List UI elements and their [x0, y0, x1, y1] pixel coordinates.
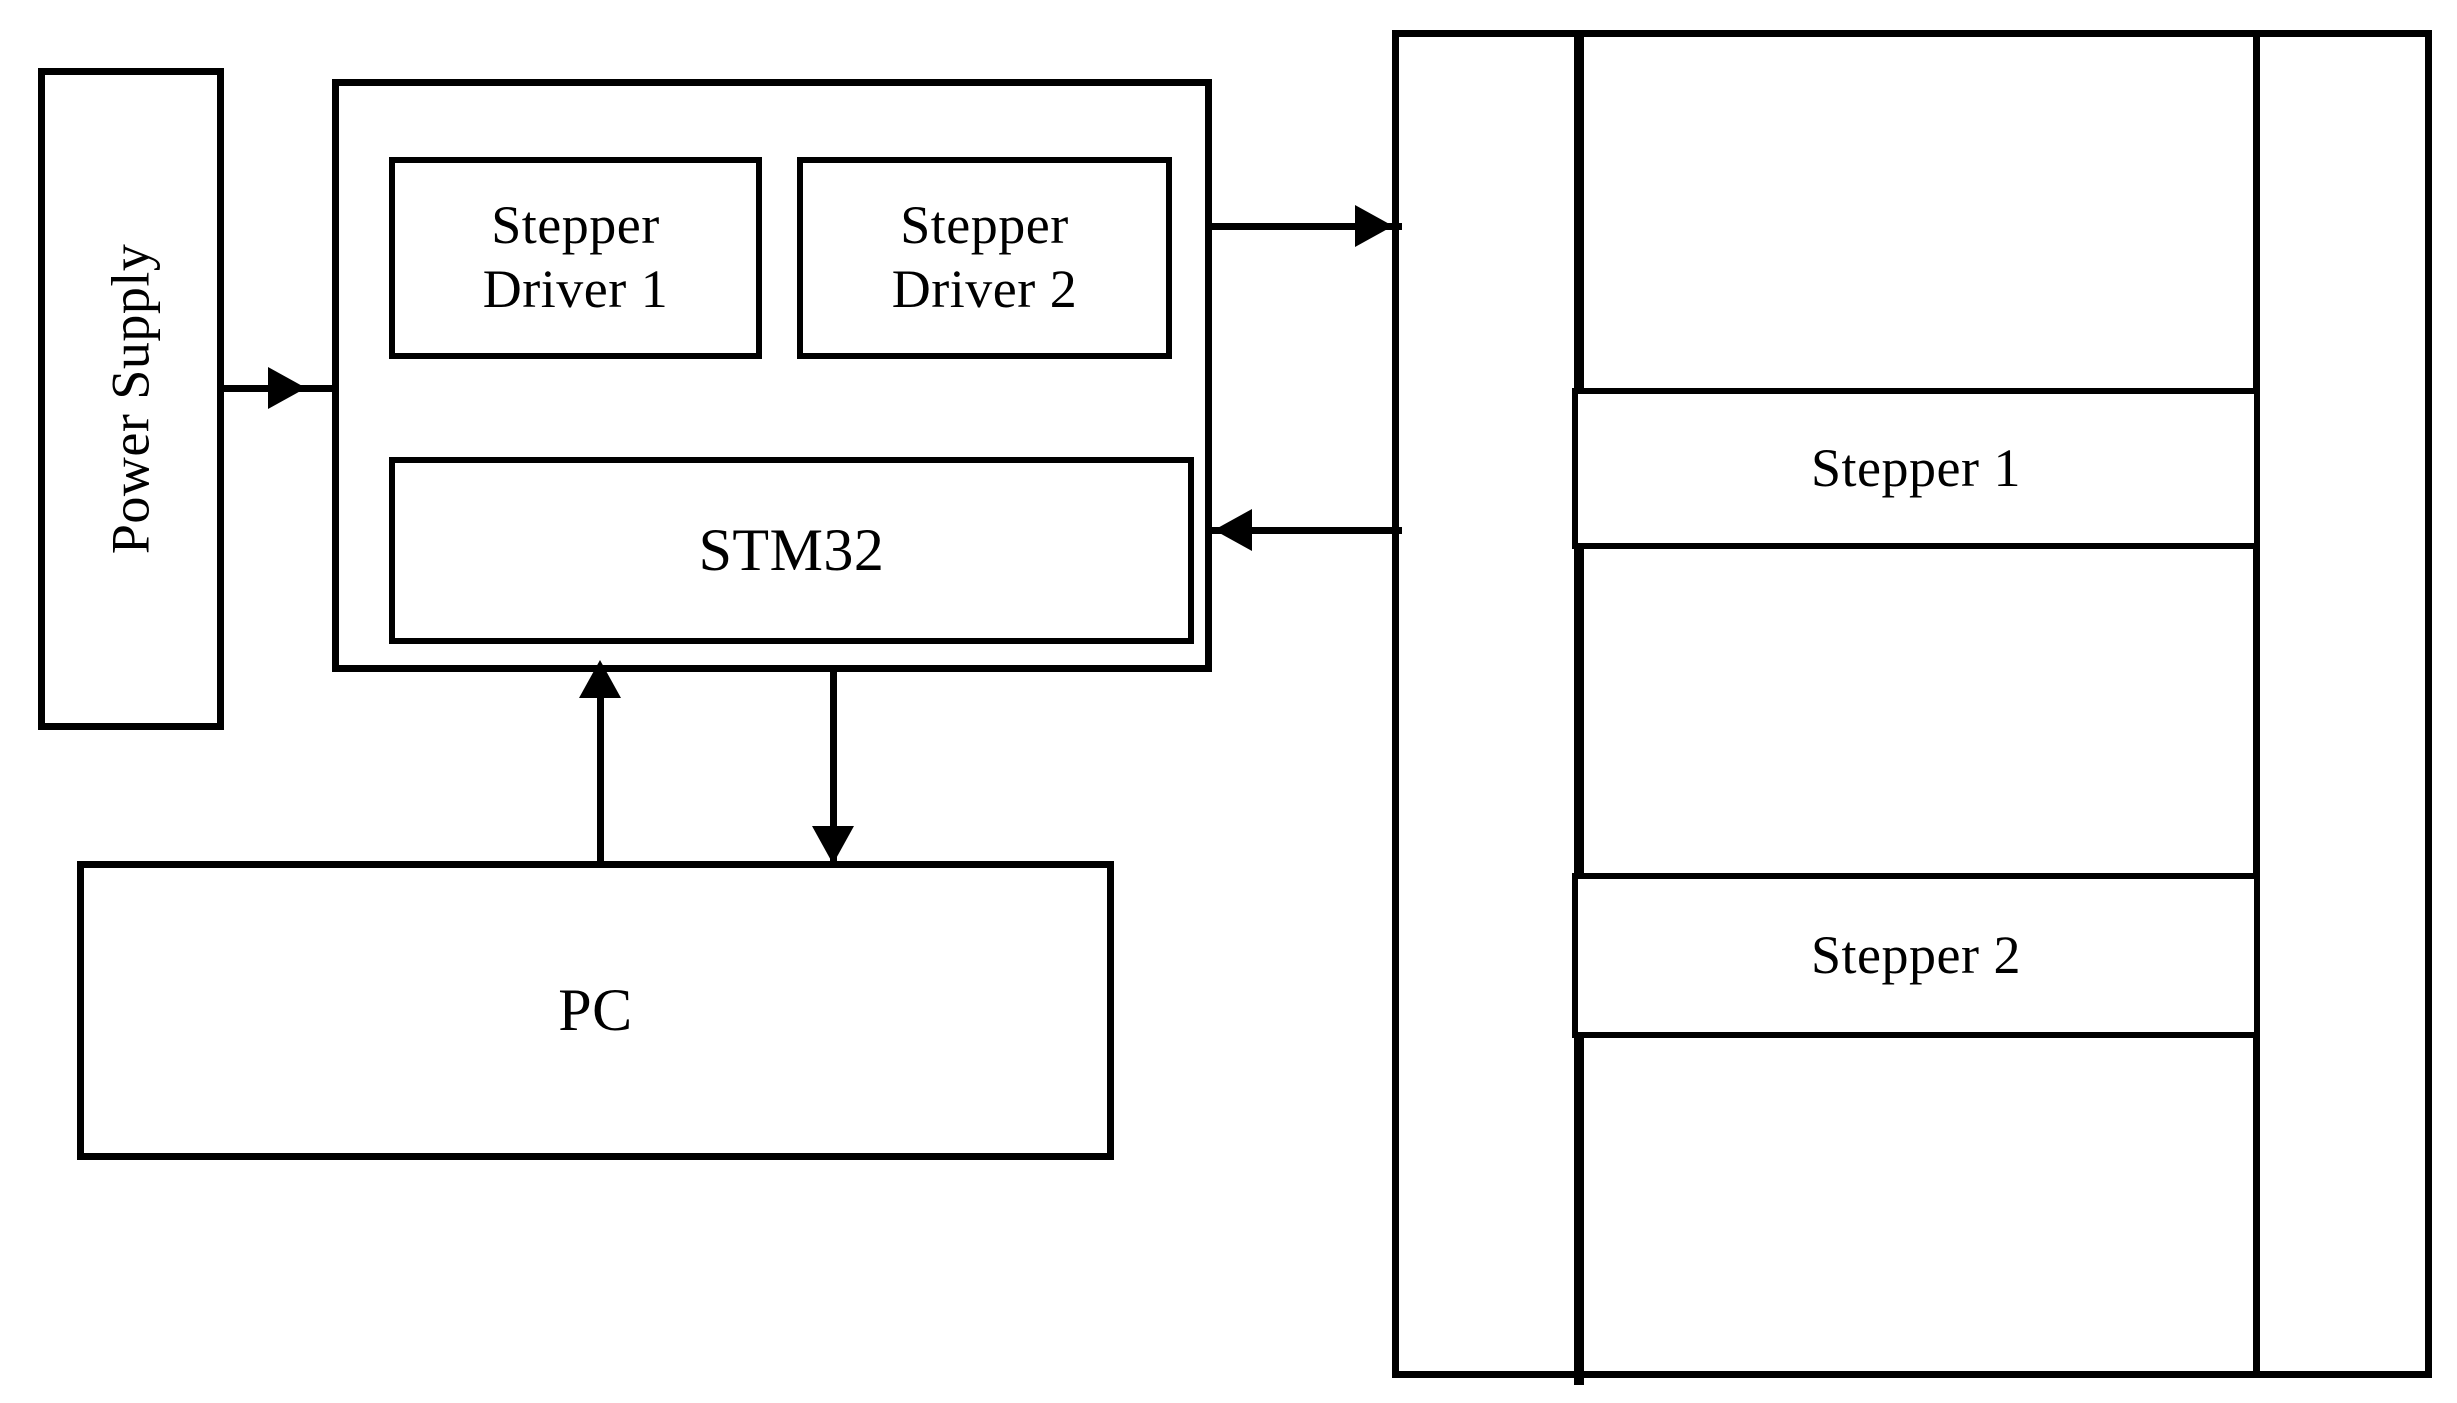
stepper-1-block[interactable]: Stepper 1: [1572, 388, 2260, 549]
stepper-driver-1-label: Stepper Driver 1: [482, 195, 669, 319]
arrow-left-icon: [1214, 509, 1252, 551]
connector-line: [1212, 527, 1402, 534]
stepper-2-block[interactable]: Stepper 2: [1572, 873, 2260, 1038]
controller-enclosure-block[interactable]: Stepper Driver 1 Stepper Driver 2 STM32: [332, 79, 1212, 672]
stm32-label: STM32: [698, 517, 885, 584]
stepper-2-label: Stepper 2: [1811, 924, 2021, 985]
power-supply-label: Power Supply: [100, 243, 161, 555]
power-supply-block[interactable]: Power Supply: [38, 68, 224, 730]
mechanism-assembly-block[interactable]: Stepper 1 Stepper 2: [1392, 30, 2432, 1385]
stepper-driver-2-label: Stepper Driver 2: [891, 195, 1078, 319]
mechanism-left-rail-divider: [1574, 30, 1584, 1385]
arrow-right-icon: [268, 367, 306, 409]
connector-line: [1212, 223, 1402, 230]
arrow-right-icon: [1355, 205, 1393, 247]
pc-label: PC: [558, 977, 633, 1044]
connector-line: [597, 665, 604, 865]
mechanism-right-rail-divider: [2253, 30, 2260, 1378]
arrow-down-icon: [812, 826, 854, 864]
connector-line: [830, 668, 837, 866]
stepper-driver-1-block[interactable]: Stepper Driver 1: [389, 157, 762, 359]
pc-block[interactable]: PC: [77, 861, 1114, 1160]
arrow-up-icon: [579, 660, 621, 698]
stm32-block[interactable]: STM32: [389, 457, 1194, 644]
stepper-driver-2-block[interactable]: Stepper Driver 2: [797, 157, 1172, 359]
stepper-1-label: Stepper 1: [1811, 437, 2021, 498]
